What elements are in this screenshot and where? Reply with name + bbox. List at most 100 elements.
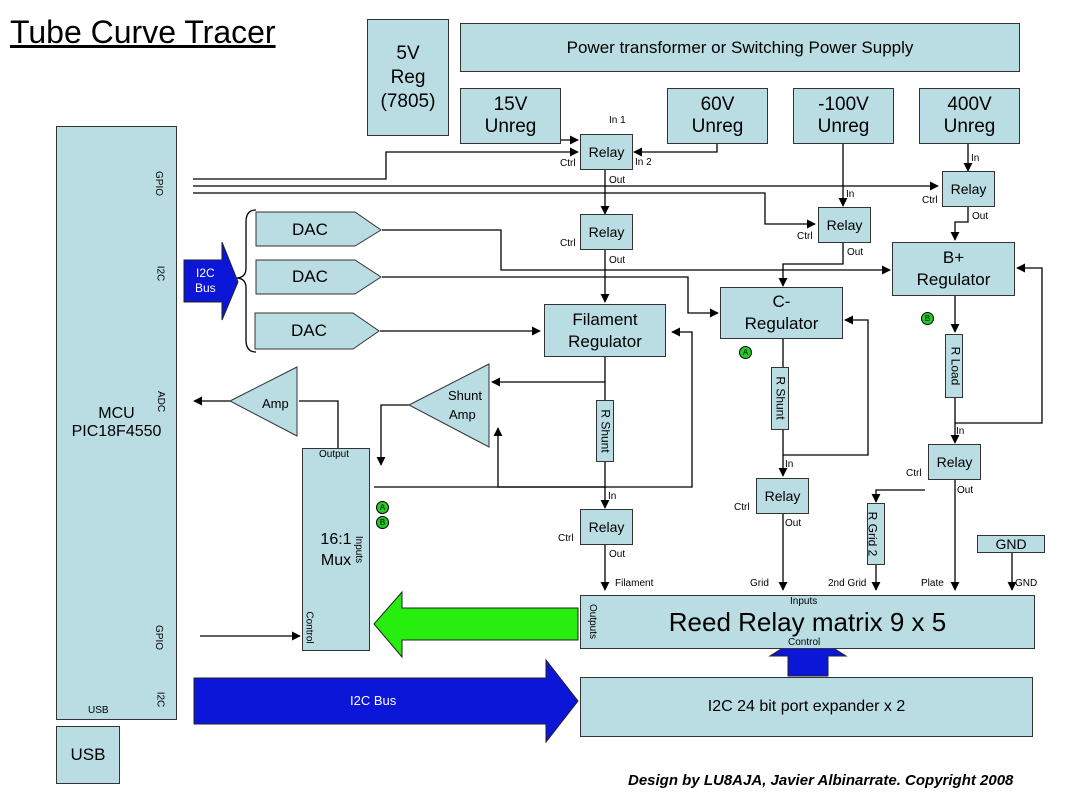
r-shunt-c-box [771,367,789,430]
unreg-60v-line1: 60V [700,94,735,115]
dac-shape-2 [255,259,382,295]
mux-line1: 16:1 [320,530,352,548]
gnd-label: GND [995,536,1027,552]
i2c-bus-small-label-1: I2C [196,266,215,280]
power-transformer-label: Power transformer or Switching Power Sup… [566,37,914,57]
c-minus-regulator-line1: C- [772,292,791,311]
mux-control-pin: Control [303,611,315,644]
relay-plate-ctrl: Ctrl [906,468,922,479]
mcu-i2c2-pin: I2C [154,691,166,708]
b-plus-regulator-line1: B+ [942,248,965,267]
reed-relay-matrix-label: Reed Relay matrix 9 x 5 [668,606,947,637]
reg-5v-line3: (7805) [380,90,436,112]
unreg-400v-line2: Unreg [943,116,996,137]
unreg-15v-line2: Unreg [484,116,537,137]
r-shunt-filament-label: R Shunt [598,409,613,453]
r-shunt-c-label: R Shunt [773,376,788,420]
port-expander-label: I2C 24 bit port expander x 2 [707,698,906,715]
relay-filament-in-out: Out [609,255,626,266]
credit-text: Design by LU8AJA, Javier Albinarrate. Co… [628,772,1014,789]
r-grid2-box [867,503,885,565]
relay-grid: Relay [756,478,809,514]
mcu-part: PIC18F4550 [71,423,162,440]
filament-regulator-line1: Filament [572,309,638,329]
outputs-green-arrow [373,590,579,659]
relay-filament-out: Relay [580,509,633,545]
matrix-outputs-pin: Outputs [587,603,599,640]
unreg-60v-box: 60V Unreg [667,88,768,144]
unreg-100v-line1: -100V [818,94,869,115]
relay-400v-ctrl: Ctrl [922,195,938,206]
marker-a-mux: A [376,501,389,514]
signal-grid2: 2nd Grid [828,578,867,589]
relay-400v: Relay [942,171,995,207]
mux-output-pin: Output [319,449,350,460]
signal-grid: Grid [750,578,769,589]
i2c-bus-big-label: I2C Bus [350,693,397,708]
dac-label-3: DAC [291,321,327,340]
marker-b-bplus: B [921,312,934,325]
mcu-usb-pin: USB [88,705,109,716]
relay-filament-in-label: Relay [588,224,625,240]
relay-top-in2: In 2 [635,157,652,168]
relay-400v-label: Relay [950,181,987,197]
mux-inputs-pin: Inputs [353,535,365,564]
mux-line2: Mux [320,551,352,569]
relay-filament-out-out: Out [609,549,626,560]
shunt-amp-triangle [407,363,490,448]
dac-label-2: DAC [292,267,328,286]
diagram-title: Tube Curve Tracer [10,14,276,50]
unreg-15v-box: 15V Unreg [460,88,561,144]
b-plus-regulator-box: B+ Regulator [892,242,1015,296]
amp-triangle [228,366,298,437]
i2c-bus-small-label-2: Bus [195,281,216,295]
reg-5v-line2: Reg [390,66,426,88]
mcu-gpio-pin: GPIO [153,170,165,197]
mcu-gpio2-pin: GPIO [153,624,165,651]
r-grid2-label: R Grid 2 [865,511,880,557]
c-minus-regulator-line2: Regulator [744,314,819,333]
signal-plate: Plate [921,578,944,589]
relay-grid-in: In [785,459,794,470]
b-plus-regulator-line2: Regulator [916,270,991,289]
c-minus-regulator-box: C- Regulator [720,287,843,339]
relay-plate-label: Relay [936,454,973,470]
signal-gnd: GND [1015,578,1038,589]
matrix-control-pin: Control [788,637,821,648]
relay-filament-in-ctrl: Ctrl [560,238,576,249]
dac-shape-1 [255,211,382,247]
relay-top-ctrl: Ctrl [560,158,576,169]
relay-grid-out: Out [785,518,802,529]
filament-regulator-box: Filament Regulator [544,304,666,357]
relay-filament-out-ctrl: Ctrl [558,533,574,544]
filament-regulator-line2: Regulator [568,331,642,351]
relay-100v-ctrl: Ctrl [797,231,813,242]
marker-b-mux: B [376,516,389,529]
reg-5v-box: 5V Reg (7805) [367,19,449,136]
relay-100v: Relay [818,207,871,243]
mcu-name: MCU [98,405,135,422]
relay-top-label: Relay [588,144,625,160]
port-expander-box: I2C 24 bit port expander x 2 [580,677,1033,737]
mux-box: 16:1 Mux [302,448,370,651]
power-transformer-box: Power transformer or Switching Power Sup… [460,23,1020,72]
relay-filament-in: Relay [580,214,633,250]
relay-grid-label: Relay [764,488,801,504]
usb-box: USB [56,726,120,784]
relay-100v-label: Relay [826,217,863,233]
r-load-label: R Load [948,346,963,386]
relay-filament-out-label: Relay [588,519,625,535]
relay-filament-out-in: In [608,491,617,502]
mcu-adc-pin: ADC [155,390,167,413]
dac-shape-3 [254,312,380,350]
relay-top-out: Out [609,175,626,186]
relay-400v-in: In [971,153,980,164]
reed-relay-matrix-box: Reed Relay matrix 9 x 5 [580,595,1035,649]
relay-plate-out: Out [957,485,974,496]
relay-100v-in: In [846,189,855,200]
relay-top: Relay [580,134,633,170]
gnd-box: GND [977,535,1045,553]
amp-label: Amp [262,396,289,411]
